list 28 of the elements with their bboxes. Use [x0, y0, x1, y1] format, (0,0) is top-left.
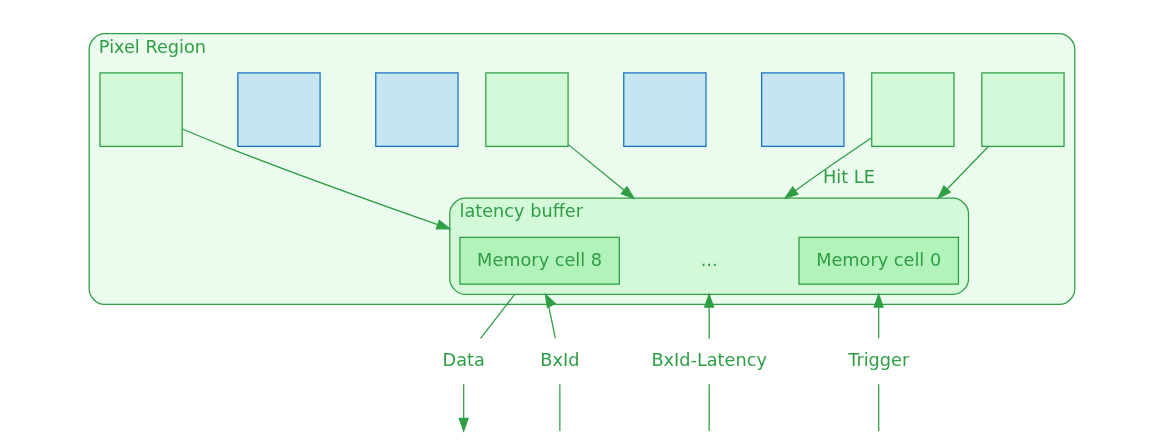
arrow [783, 137, 872, 200]
connector [877, 383, 879, 432]
arrow [181, 128, 452, 230]
node-text: BxId [539, 350, 579, 371]
node-text: BxId-Latency [650, 350, 767, 371]
connector [479, 293, 515, 339]
node-box [870, 72, 955, 147]
node-box [374, 72, 459, 147]
node-box [98, 72, 183, 147]
arrow [567, 144, 635, 200]
node-box [236, 72, 321, 147]
node-box: Memory cell 0 [797, 236, 959, 285]
arrow [872, 292, 884, 339]
arrow [544, 292, 556, 339]
node-text: Trigger [847, 350, 909, 371]
node-text: ... [700, 249, 718, 270]
node-box: Memory cell 8 [458, 236, 620, 285]
node-box [760, 72, 845, 147]
connector [708, 383, 710, 432]
edge-label: Hit LE [822, 167, 875, 188]
arrow [703, 292, 714, 340]
node-box [622, 72, 707, 147]
node-box [484, 72, 569, 147]
node-box [980, 72, 1065, 147]
node-text: Data [442, 350, 485, 371]
arrow [936, 145, 989, 200]
arrow [457, 383, 469, 433]
connector [558, 383, 560, 432]
